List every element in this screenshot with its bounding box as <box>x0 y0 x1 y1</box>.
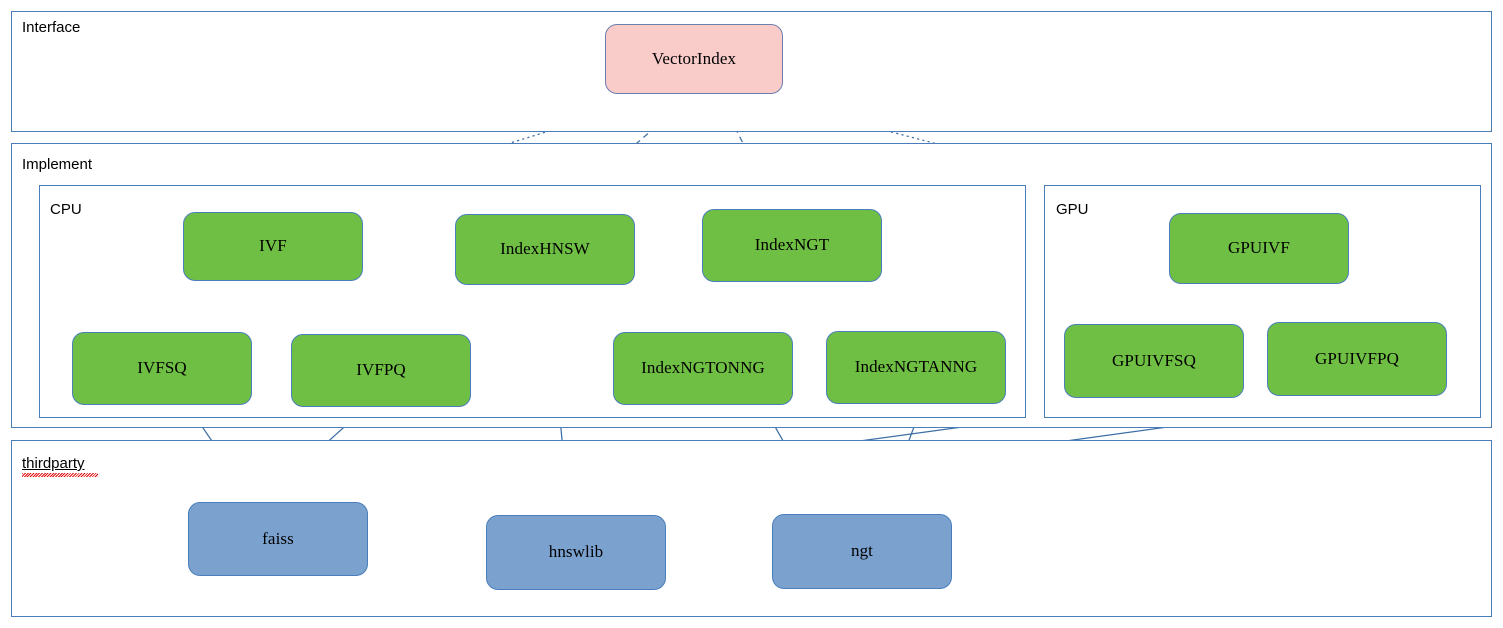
node-hnswlib[interactable]: hnswlib <box>486 515 666 590</box>
node-faiss[interactable]: faiss <box>188 502 368 576</box>
node-vectorindex[interactable]: VectorIndex <box>605 24 783 94</box>
node-gpuivfpq[interactable]: GPUIVFPQ <box>1267 322 1447 396</box>
node-label-ngt: ngt <box>850 541 874 561</box>
node-label-indexngtanng: IndexNGTANNG <box>854 357 978 377</box>
node-label-indexngtonng: IndexNGTONNG <box>641 358 765 378</box>
group-label-cpu: CPU <box>50 201 82 218</box>
node-gpuivfsq[interactable]: GPUIVFSQ <box>1064 324 1244 398</box>
node-ivf[interactable]: IVF <box>183 212 363 281</box>
node-label-vectorindex: VectorIndex <box>651 48 737 68</box>
node-label-ivfpq: IVFPQ <box>356 360 406 380</box>
node-indexngtonng[interactable]: IndexNGTONNG <box>613 332 793 405</box>
group-label-thirdparty: thirdparty <box>22 455 85 472</box>
node-label-ivf: IVF <box>259 236 287 256</box>
node-label-indexngt: IndexNGT <box>754 235 830 255</box>
node-label-hnswlib: hnswlib <box>548 542 604 562</box>
node-gpuivf[interactable]: GPUIVF <box>1169 213 1349 284</box>
node-indexngtanng[interactable]: IndexNGTANNG <box>826 331 1006 404</box>
group-label-implement: Implement <box>22 156 93 173</box>
node-label-ivfsq: IVFSQ <box>137 358 187 378</box>
spellcheck-underline <box>22 473 98 477</box>
node-indexngt[interactable]: IndexNGT <box>702 209 882 282</box>
node-ivfpq[interactable]: IVFPQ <box>291 334 471 407</box>
node-ngt[interactable]: ngt <box>772 514 952 589</box>
node-label-gpuivfsq: GPUIVFSQ <box>1112 350 1196 370</box>
group-label-gpu: GPU <box>1056 201 1089 218</box>
node-label-indexhnsw: IndexHNSW <box>500 239 590 259</box>
node-label-gpuivf: GPUIVF <box>1227 238 1290 258</box>
node-ivfsq[interactable]: IVFSQ <box>72 332 252 405</box>
group-label-interface: Interface <box>22 19 81 36</box>
node-label-faiss: faiss <box>262 528 294 548</box>
node-indexhnsw[interactable]: IndexHNSW <box>455 214 635 285</box>
node-label-gpuivfpq: GPUIVFPQ <box>1315 348 1399 368</box>
